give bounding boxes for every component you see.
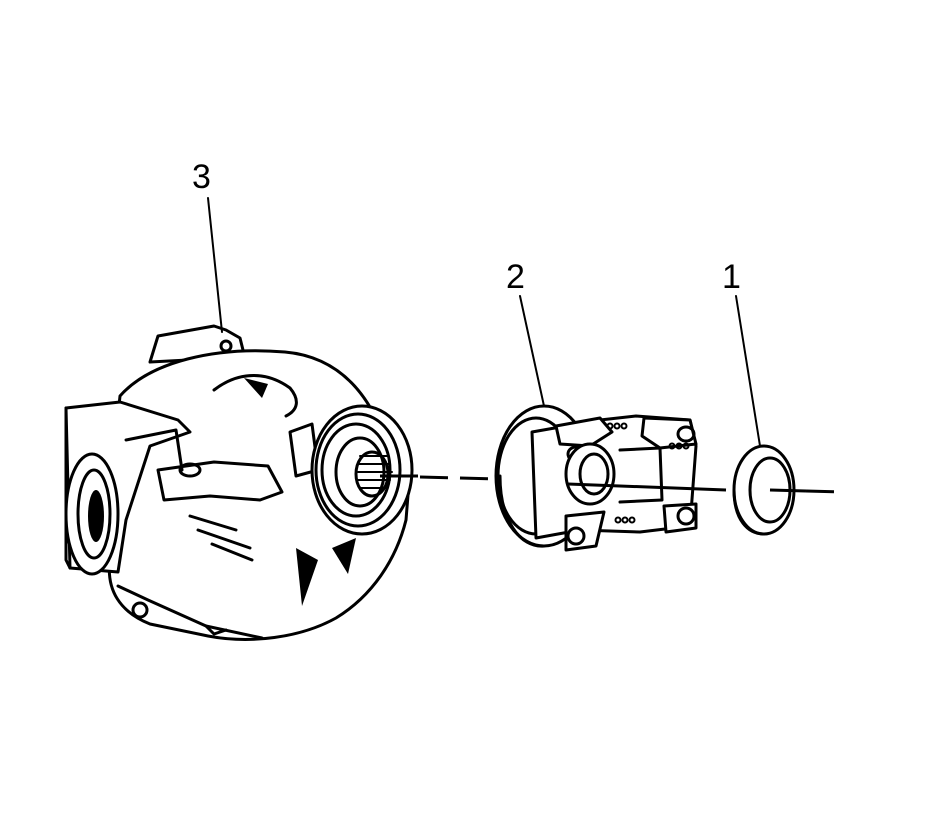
callout-label-1: 1: [722, 258, 741, 296]
callout-label-2: 2: [506, 258, 525, 296]
callout-label-3: 3: [192, 158, 211, 196]
assembly-axis-dash-2: [805, 489, 846, 494]
assembly-axis-dash-1: [419, 475, 501, 481]
pinion-flange: [494, 404, 698, 552]
leader-line-2: [519, 295, 545, 407]
washer: [732, 444, 796, 536]
differential-housing: [64, 324, 414, 641]
assembly-axis-solid-2: [567, 482, 727, 492]
leader-line-3: [207, 197, 223, 333]
assembly-axis-solid-3: [769, 488, 807, 493]
leader-line-1: [735, 295, 761, 447]
